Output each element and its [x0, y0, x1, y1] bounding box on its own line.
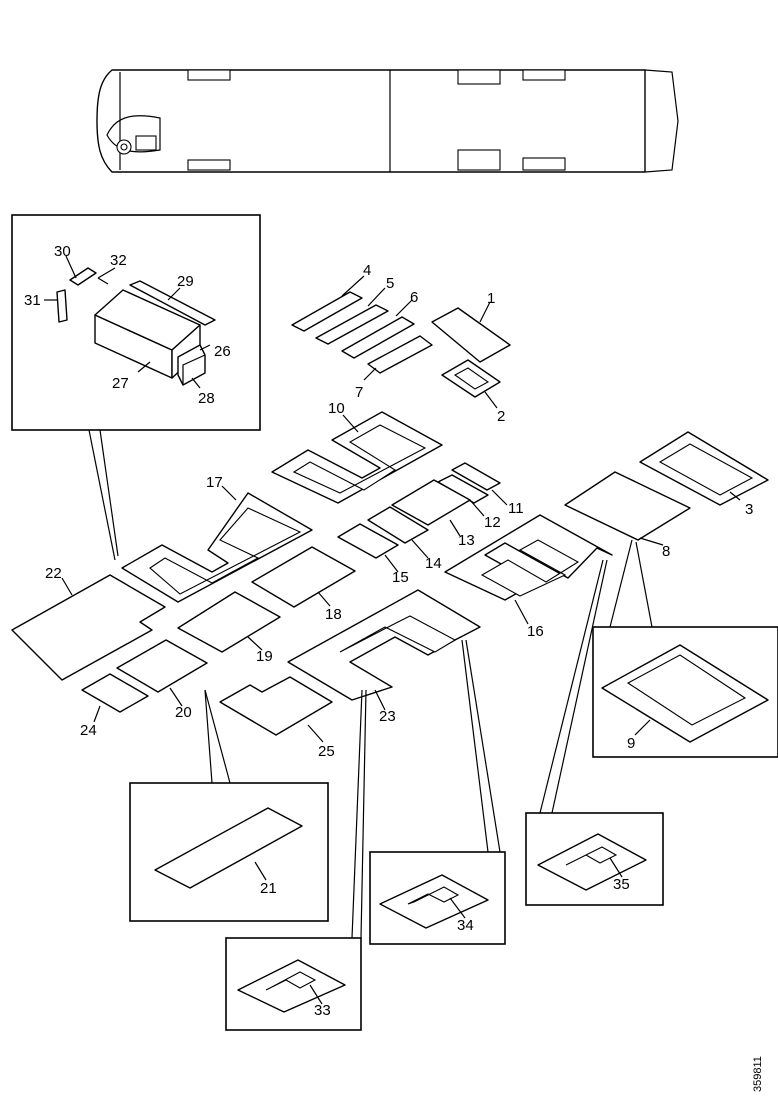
- part-29-strip: [129, 280, 216, 326]
- label-4: 4: [363, 262, 371, 279]
- part-20-panel: [116, 639, 208, 693]
- label-23: 23: [379, 708, 396, 725]
- part-2-frame: [441, 359, 501, 398]
- part-9-frame: [601, 644, 769, 743]
- part-30-clip: [69, 267, 97, 286]
- part-15-panel: [337, 523, 399, 559]
- label-9: 9: [627, 735, 635, 752]
- part-8-panel: [564, 471, 691, 541]
- label-21: 21: [260, 880, 277, 897]
- part-10-panel: [271, 411, 443, 504]
- label-13: 13: [458, 532, 475, 549]
- reference-number: 359811: [752, 1056, 764, 1092]
- label-22: 22: [45, 565, 62, 582]
- label-8: 8: [662, 543, 670, 560]
- part-25-panel: [219, 676, 333, 736]
- label-11: 11: [508, 500, 524, 517]
- label-26: 26: [214, 343, 231, 360]
- label-29: 29: [177, 273, 194, 290]
- label-1: 1: [487, 290, 495, 307]
- part-18-panel: [251, 546, 356, 608]
- label-35: 35: [613, 876, 630, 893]
- label-16: 16: [527, 623, 544, 640]
- label-12: 12: [484, 514, 501, 531]
- part-19-panel: [177, 591, 281, 653]
- label-15: 15: [392, 569, 409, 586]
- label-24: 24: [80, 722, 97, 739]
- part-24-panel: [81, 673, 149, 713]
- part-32-arrow: [97, 277, 109, 285]
- part-17-panel: [121, 492, 313, 603]
- part-22-panel: [11, 574, 166, 681]
- part-35-panel: [537, 833, 647, 891]
- label-27: 27: [112, 375, 129, 392]
- label-14: 14: [425, 555, 442, 572]
- label-33: 33: [314, 1002, 331, 1019]
- part-3-frame: [639, 431, 769, 506]
- label-17: 17: [206, 474, 223, 491]
- part-7-strip: [367, 335, 433, 374]
- part-21-panel: [154, 807, 303, 889]
- bus-top-view: [96, 69, 679, 173]
- part-5-strip: [315, 304, 389, 345]
- label-7: 7: [355, 384, 363, 401]
- part-33-panel: [237, 959, 346, 1013]
- label-5: 5: [386, 275, 394, 292]
- label-2: 2: [497, 408, 505, 425]
- label-30: 30: [54, 243, 71, 260]
- part-28-cap: [177, 344, 206, 386]
- label-10: 10: [328, 400, 345, 417]
- part-27-box: [94, 289, 201, 379]
- part-6-strip: [341, 316, 415, 359]
- part-11-strip: [451, 462, 501, 491]
- part-31-clip: [56, 289, 68, 323]
- part-labels: 1 2 3 4 5 6 7 8 9 10 11 12 13 14 15 16 1…: [24, 243, 753, 1019]
- label-20: 20: [175, 704, 192, 721]
- label-34: 34: [457, 917, 474, 934]
- leader-lines: [44, 255, 741, 1005]
- label-6: 6: [410, 289, 418, 306]
- label-28: 28: [198, 390, 215, 407]
- label-25: 25: [318, 743, 335, 760]
- label-3: 3: [745, 501, 753, 518]
- part-14-panel: [367, 506, 429, 544]
- label-32: 32: [110, 252, 127, 269]
- part-4-strip: [291, 291, 363, 332]
- part-23-panel: [287, 589, 481, 701]
- part-1-panel: [431, 307, 511, 363]
- label-19: 19: [256, 648, 273, 665]
- part-34-panel: [379, 874, 489, 929]
- label-31: 31: [24, 292, 41, 309]
- label-18: 18: [325, 606, 342, 623]
- part-16-panel: [444, 514, 613, 601]
